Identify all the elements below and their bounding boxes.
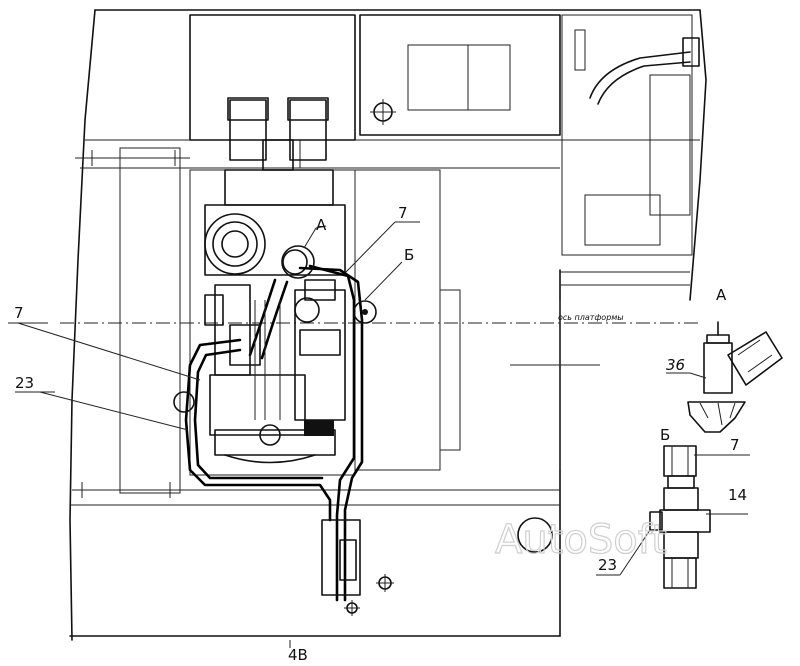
callout-a-label: А <box>316 216 327 234</box>
detail-callout-a <box>281 225 327 279</box>
view-a-detail <box>666 321 783 433</box>
fastener-marks <box>344 99 553 616</box>
callout-b-label: Б <box>404 246 414 264</box>
engine-assembly <box>204 97 346 464</box>
part-23-view-b-label: 23 <box>598 556 617 574</box>
platform-axis <box>60 322 700 366</box>
leader-23-left <box>15 391 189 431</box>
part-7-view-b-label: 7 <box>730 436 740 454</box>
part-7-left-label: 7 <box>14 304 24 322</box>
part-36-label: 36 <box>666 356 685 374</box>
part-14-label: 14 <box>728 486 747 504</box>
view-b-title: Б <box>660 426 670 444</box>
watermark: AutoSoft <box>495 517 667 563</box>
part-23-left-label: 23 <box>15 374 34 392</box>
leader-7-left <box>8 322 201 381</box>
callout-b-leader <box>364 261 403 301</box>
leader-7-top <box>345 221 420 273</box>
axis-note: ось платформы <box>558 313 624 322</box>
fuel-pipe-routing <box>173 264 377 602</box>
upper-structures <box>189 14 700 256</box>
bottom-mark: 4В <box>288 646 308 664</box>
view-b-detail <box>596 445 750 589</box>
view-a-title: А <box>716 286 727 304</box>
part-7-top-label: 7 <box>398 204 408 222</box>
